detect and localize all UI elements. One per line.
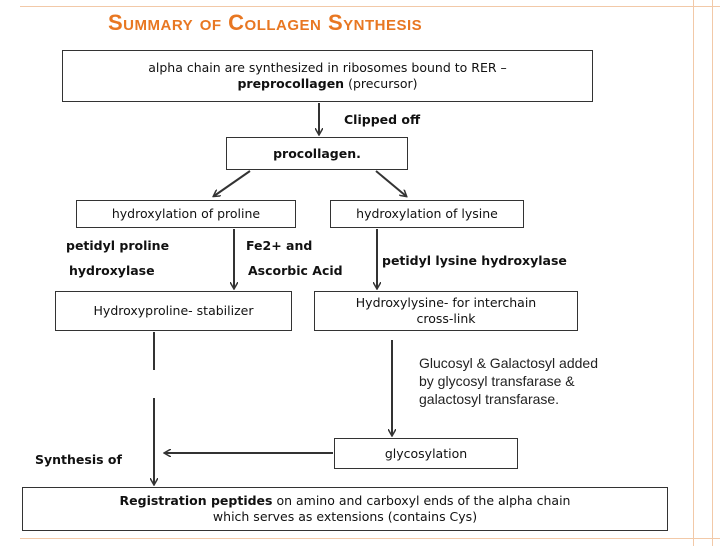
registration-bold-text: Registration peptides (119, 493, 273, 509)
note-line3: galactosyl transfarase. (419, 391, 560, 407)
precursor-text: (precursor) (348, 76, 418, 91)
procollagen-text: procollagen. (273, 145, 361, 161)
rer-box: alpha chain are synthesized in ribosomes… (62, 50, 593, 102)
hydroxylysine-line1: Hydroxylysine- for interchain (355, 295, 537, 311)
hydroxylase-label: hydroxylase (69, 263, 155, 278)
registration-line1: Registration peptides on amino and carbo… (120, 493, 571, 509)
petidyl-lysine-label: petidyl lysine hydroxylase (382, 253, 567, 268)
procollagen-box: procollagen. (226, 137, 408, 170)
frame-line-right-2 (712, 0, 713, 546)
hydroxylation-lysine-text: hydroxylation of lysine (356, 206, 498, 222)
glycosylation-text: glycosylation (384, 445, 468, 461)
hydroxylation-proline-box: hydroxylation of proline (76, 200, 296, 228)
arrow-procollagen-to-lysine (375, 170, 406, 196)
hydroxylation-lysine-box: hydroxylation of lysine (330, 200, 524, 228)
preprocollagen-text: preprocollagen (237, 76, 345, 91)
rer-line2: preprocollagen (precursor) (237, 76, 417, 92)
glycosyl-note: Glucosyl & Galactosyl added by glycosyl … (419, 354, 598, 408)
registration-rest-text: on amino and carboxyl ends of the alpha … (276, 493, 571, 509)
petidyl-proline-label: petidyl proline (66, 238, 170, 253)
hydroxylation-proline-text: hydroxylation of proline (111, 206, 261, 222)
frame-line-top (20, 6, 720, 7)
registration-box: Registration peptides on amino and carbo… (22, 487, 668, 531)
note-line2: by glycosyl transfarase & (419, 373, 575, 389)
hydroxyproline-text: Hydroxyproline- stabilizer (93, 303, 254, 319)
frame-line-right (693, 0, 694, 546)
arrow-procollagen-to-proline (214, 170, 251, 196)
note-line1: Glucosyl & Galactosyl added (419, 355, 598, 371)
frame-line-bottom (20, 538, 720, 539)
registration-line2: which serves as extensions (contains Cys… (212, 509, 478, 524)
fe2-label: Fe2+ and (246, 238, 313, 253)
hydroxylysine-box: Hydroxylysine- for interchain cross-link (314, 291, 578, 331)
ascorbic-acid-label: Ascorbic Acid (248, 263, 343, 278)
hydroxyproline-box: Hydroxyproline- stabilizer (55, 291, 292, 331)
rer-line1: alpha chain are synthesized in ribosomes… (148, 60, 507, 76)
glycosylation-box: glycosylation (334, 438, 518, 469)
slide-title: Summary of Collagen Synthesis (108, 10, 423, 35)
synthesis-of-label: Synthesis of (35, 452, 122, 467)
hydroxylysine-line2: cross-link (416, 311, 476, 326)
clipped-off-label: Clipped off (344, 112, 421, 127)
